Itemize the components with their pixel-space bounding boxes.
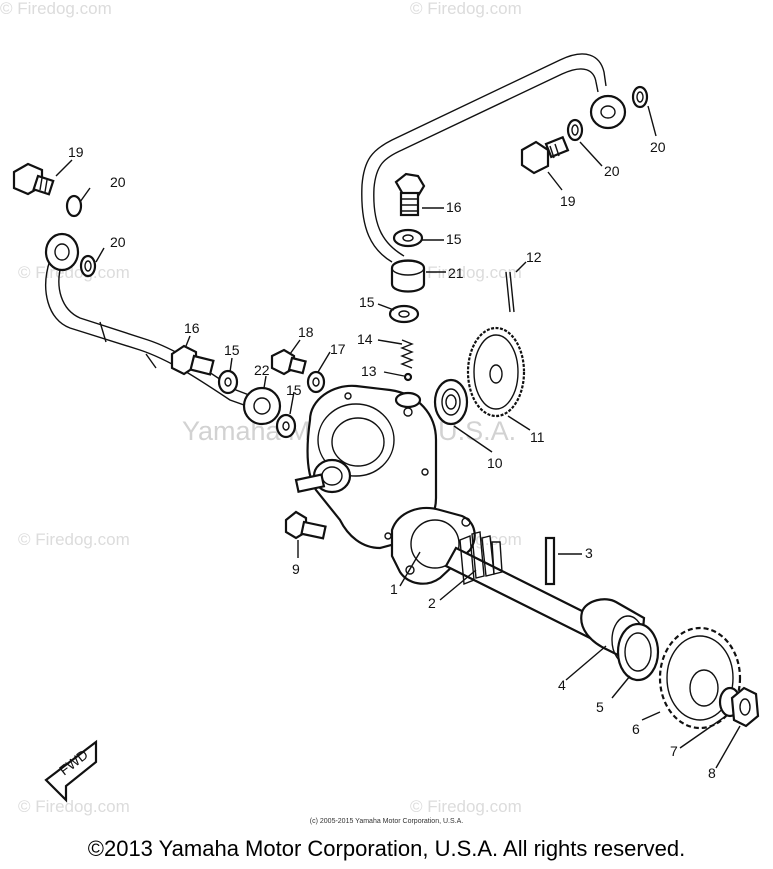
label-8: 8 xyxy=(708,765,716,781)
copper-washer-20-left-top xyxy=(65,194,83,218)
banjo-21 xyxy=(390,259,426,293)
label-9: 9 xyxy=(292,561,300,577)
washer-17 xyxy=(306,370,326,394)
footer-copyright: ©2013 Yamaha Motor Corporation, U.S.A. A… xyxy=(87,836,686,861)
label-15-top: 15 xyxy=(446,231,462,247)
watermark-center-bottom: © Firedog.com xyxy=(410,797,522,816)
label-19-right: 19 xyxy=(560,193,576,209)
label-16-top: 16 xyxy=(446,199,462,215)
label-15-left: 15 xyxy=(224,342,240,358)
label-13: 13 xyxy=(361,363,377,379)
washer-5 xyxy=(616,622,660,682)
label-7: 7 xyxy=(670,743,678,759)
bolt-9 xyxy=(284,510,327,540)
banjo-fitting-left xyxy=(44,232,80,272)
label-2: 2 xyxy=(428,595,436,611)
watermark-top-center: © Firedog.com xyxy=(410,0,522,18)
label-1: 1 xyxy=(390,581,398,597)
label-19-left: 19 xyxy=(68,144,84,160)
oil-pipe-left xyxy=(45,259,263,411)
spring-14 xyxy=(400,339,414,369)
label-22: 22 xyxy=(254,362,270,378)
union-bolt-19-left xyxy=(12,162,55,196)
label-16-left: 16 xyxy=(184,320,200,336)
ball-13 xyxy=(403,372,413,382)
label-21: 21 xyxy=(448,265,464,281)
washer-15-lower xyxy=(388,304,420,324)
pin-12 xyxy=(505,271,515,313)
copper-washer-20-right-top xyxy=(631,85,649,109)
watermark-top-left: © Firedog.com xyxy=(0,0,112,18)
union-bolt-19-right xyxy=(520,135,570,175)
label-20-right-top: 20 xyxy=(650,139,666,155)
footer-copyright-small: (c) 2005-2015 Yamaha Motor Corporation, … xyxy=(309,818,464,825)
banjo-22 xyxy=(242,386,282,426)
label-11: 11 xyxy=(530,429,545,445)
label-20-left-mid: 20 xyxy=(110,234,126,250)
watermark-left-mid: © Firedog.com xyxy=(18,530,130,549)
label-6: 6 xyxy=(632,721,640,737)
watermark-left-bottom: © Firedog.com xyxy=(18,797,130,816)
washer-15-lower-left xyxy=(275,413,297,439)
label-12: 12 xyxy=(526,249,542,265)
union-bolt-16-left xyxy=(170,344,215,376)
copper-washer-20-left-mid xyxy=(79,254,97,278)
label-18: 18 xyxy=(298,324,314,340)
label-20-left-top: 20 xyxy=(110,174,126,190)
label-4: 4 xyxy=(558,677,566,693)
leader-lines xyxy=(55,105,741,769)
washer-15-top xyxy=(392,228,424,248)
label-5: 5 xyxy=(596,699,604,715)
label-17: 17 xyxy=(330,341,346,357)
nut-8 xyxy=(730,686,760,728)
watermark-left-upper: © Firedog.com xyxy=(18,263,130,282)
label-20-right-mid: 20 xyxy=(604,163,620,179)
bolt-18 xyxy=(270,348,307,376)
pin-3 xyxy=(544,536,556,586)
copper-washer-20-right-mid xyxy=(566,118,584,142)
union-bolt-16-top xyxy=(394,172,426,217)
label-15-lower-left: 15 xyxy=(286,382,302,398)
label-3: 3 xyxy=(585,545,593,561)
label-10: 10 xyxy=(487,455,503,471)
watermark-center-upper: © Firedog.com xyxy=(410,263,522,282)
washer-15-left xyxy=(217,369,239,395)
banjo-fitting-right-top xyxy=(589,94,627,130)
oil-pump-body xyxy=(294,384,438,550)
oil-pipe-right xyxy=(361,53,607,263)
label-15-center: 15 xyxy=(359,294,375,310)
forward-arrow-icon: FWD xyxy=(44,739,98,803)
pump-driven-gear-11 xyxy=(466,326,526,418)
bearing-10 xyxy=(433,378,469,426)
label-14: 14 xyxy=(357,331,373,347)
